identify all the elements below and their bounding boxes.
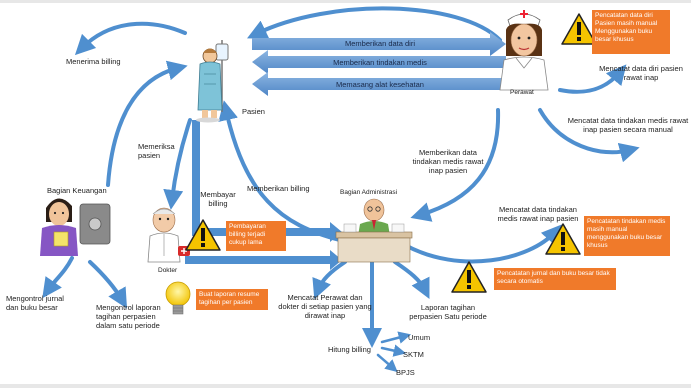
band-label-tindakan-medis: Memberikan tindakan medis xyxy=(333,58,427,67)
note-tindakan-medis: Pencatatan tindakan medis masih manual m… xyxy=(584,216,670,256)
label-mencatat-tindakan-2: Mencatat data tindakan medis rawat inap … xyxy=(497,205,579,223)
label-memeriksa-pasien: Memeriksa pasien xyxy=(138,142,175,160)
arrow-perawat-to-pasien-top xyxy=(247,6,502,42)
label-laporan-tagihan: Laporan tagihan perpasien Satu periode xyxy=(409,303,487,321)
arrow-hitung-umum xyxy=(380,331,412,344)
band-label-memasang-alat: Memasang alat kesehatan xyxy=(336,80,424,89)
label-mencatat-perawat-dokter: Mencatat Perawat dan dokter di setiap pa… xyxy=(278,293,372,320)
band-group xyxy=(252,32,506,96)
arrow-perawat-catat-data-diri xyxy=(558,64,627,94)
arrow-pasien-to-menerima-billing xyxy=(74,21,187,56)
warning-icon-jurnal xyxy=(451,261,487,293)
label-bagian-keuangan: Bagian Keuangan xyxy=(47,186,107,195)
arrow-keuangan-laporan xyxy=(88,260,128,309)
administrasi-figure xyxy=(335,198,413,263)
label-mengontrol-laporan: Mengontrol laporan tagihan perpasien dal… xyxy=(96,303,161,330)
label-mencatat-tindakan-manual: Mencatat data tindakan medis rawat inap … xyxy=(567,116,689,134)
warning-icon-pembayaran xyxy=(185,219,221,251)
warning-icon-tindakan xyxy=(545,223,581,255)
label-pasien: Pasien xyxy=(242,107,265,116)
arrow-keuangan-to-pasien xyxy=(106,60,188,187)
arrow-hitung-sktm xyxy=(380,344,407,357)
label-memberikan-data-tindakan: Memberikan data tindakan medis rawat ina… xyxy=(412,148,484,175)
label-umum: Umum xyxy=(408,333,431,342)
note-jurnal: Pencatatan jurnal dan buku besar tidak s… xyxy=(494,268,616,290)
label-menerima-billing: Menerima billing xyxy=(66,57,121,66)
arrow-pasien-dokter xyxy=(163,118,192,210)
label-membayar-billing: Membayar billing xyxy=(200,190,236,208)
band-memberikan-tindakan-medis xyxy=(252,50,506,74)
label-sktm: SKTM xyxy=(403,350,424,359)
label-perawat: Perawat xyxy=(510,89,534,96)
dokter-figure xyxy=(147,207,190,263)
top-border xyxy=(0,0,691,3)
bottom-border xyxy=(0,384,691,388)
label-dokter: Dokter xyxy=(158,267,178,274)
arrow-perawat-to-admin xyxy=(410,108,501,222)
arrow-dokter-to-admin xyxy=(185,250,342,270)
note-laporan-resume: Buat laporan resume tagihan per pasien xyxy=(196,289,268,310)
label-bagian-administrasi: Bagian Administrasi xyxy=(340,189,398,196)
note-perawat: Pencatatan data diri Pasien masih manual… xyxy=(592,10,670,54)
band-memasang-alat xyxy=(252,72,506,96)
band-memberikan-data-diri xyxy=(252,32,506,56)
arrow-hitung-bpjs xyxy=(376,353,398,373)
band-label-data-diri: Memberikan data diri xyxy=(344,39,416,48)
keuangan-figure xyxy=(40,198,111,256)
perawat-figure xyxy=(499,10,549,91)
label-hitung-billing: Hitung billing xyxy=(328,345,371,354)
label-memberikan-billing: Memberikan billing xyxy=(247,184,310,193)
arrow-keuangan-jurnal xyxy=(42,256,74,299)
arrow-admin-laporan xyxy=(393,260,430,299)
arrow-admin-catat-tindakan xyxy=(403,224,562,264)
arrow-perawat-catat-tindakan xyxy=(538,108,640,163)
note-pembayaran: Pembayaran billing terjadi cukup lama xyxy=(226,221,286,251)
warning-icon-perawat xyxy=(561,13,597,45)
arrow-admin-mencatat-perawat xyxy=(312,260,347,300)
label-mengontrol-jurnal: Mengontrol jurnal dan buku besar xyxy=(6,294,64,312)
lightbulb-icon xyxy=(165,281,191,315)
label-mencatat-data-diri: Mencatat data diri pasien rawat inap xyxy=(599,64,683,82)
pasien-figure xyxy=(196,40,229,123)
label-bpjs: BPJS xyxy=(396,368,415,377)
